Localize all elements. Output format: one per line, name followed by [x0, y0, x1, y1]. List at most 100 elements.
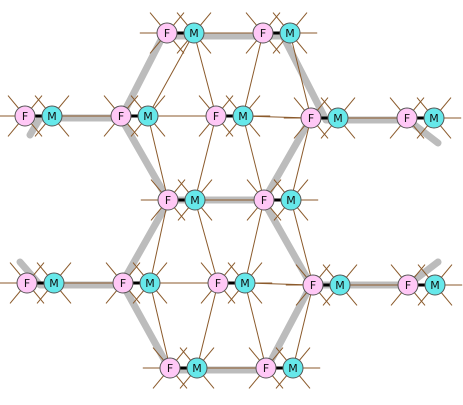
- female-node-label: F: [213, 110, 219, 123]
- male-node-label: M: [143, 110, 153, 123]
- female-node-label: F: [404, 112, 410, 125]
- male-node-label: M: [145, 277, 155, 290]
- female-node: [207, 272, 229, 294]
- female-node: [302, 274, 324, 296]
- male-node: [184, 189, 206, 211]
- male-node-label: M: [192, 362, 202, 375]
- highlight-path: [117, 114, 315, 204]
- female-node-label: F: [22, 110, 28, 123]
- male-node-label: M: [288, 362, 298, 375]
- female-node: [112, 272, 134, 294]
- male-node: [424, 274, 446, 296]
- relation-edge: [242, 115, 265, 201]
- relation-edge: [292, 284, 314, 369]
- female-node-label: F: [118, 110, 124, 123]
- female-node: [159, 357, 181, 379]
- female-node-label: F: [165, 194, 171, 207]
- male-node-label: M: [190, 194, 200, 207]
- relation-edge: [244, 282, 267, 369]
- female-node: [252, 22, 274, 44]
- female-node: [14, 105, 36, 127]
- relation-edge: [149, 282, 171, 369]
- female-node: [16, 272, 38, 294]
- male-node-label: M: [49, 277, 59, 290]
- male-node: [43, 272, 65, 294]
- female-node-label: F: [167, 362, 173, 375]
- male-node: [137, 105, 159, 127]
- highlight-path: [119, 281, 315, 374]
- female-node-label: F: [164, 27, 170, 40]
- relation-edge: [194, 199, 219, 284]
- male-node: [279, 22, 301, 44]
- relation-edge: [244, 199, 265, 284]
- male-node: [423, 107, 445, 129]
- male-node-label: M: [286, 194, 296, 207]
- relation-edge-layer: [0, 12, 463, 389]
- relation-edge: [149, 199, 169, 284]
- male-node: [183, 22, 205, 44]
- male-node-label: M: [240, 277, 250, 290]
- highlight-path-layer: [16, 32, 442, 374]
- relation-edge: [196, 282, 219, 369]
- female-node-label: F: [120, 277, 126, 290]
- female-node-label: F: [24, 277, 30, 290]
- female-node: [110, 105, 132, 127]
- relation-edge: [147, 32, 195, 117]
- relation-edge: [194, 115, 217, 201]
- relation-edge: [193, 32, 217, 117]
- relation-edge: [290, 199, 314, 286]
- relation-edge: [242, 32, 264, 117]
- relation-edge: [147, 115, 169, 201]
- female-node: [255, 357, 277, 379]
- male-node-label: M: [335, 279, 345, 292]
- female-node: [253, 189, 275, 211]
- female-node: [156, 22, 178, 44]
- male-node-label: M: [47, 110, 57, 123]
- male-node: [186, 357, 208, 379]
- male-node: [282, 357, 304, 379]
- male-node-label: M: [189, 27, 199, 40]
- female-node-label: F: [405, 279, 411, 292]
- male-node: [327, 107, 349, 129]
- relation-edge: [290, 117, 312, 201]
- male-node: [234, 272, 256, 294]
- female-node-label: F: [215, 277, 221, 290]
- male-node: [232, 105, 254, 127]
- male-node: [41, 105, 63, 127]
- female-node: [205, 105, 227, 127]
- female-node: [157, 189, 179, 211]
- male-node-label: M: [333, 112, 343, 125]
- female-node: [396, 107, 418, 129]
- female-node: [397, 274, 419, 296]
- female-node-label: F: [310, 279, 316, 292]
- female-node-label: F: [260, 27, 266, 40]
- male-node: [329, 274, 351, 296]
- female-node-label: F: [261, 194, 267, 207]
- female-node: [300, 107, 322, 129]
- male-node: [139, 272, 161, 294]
- male-node-label: M: [430, 279, 440, 292]
- male-node-label: M: [238, 110, 248, 123]
- female-node-label: F: [263, 362, 269, 375]
- male-node-label: M: [429, 112, 439, 125]
- female-node-label: F: [308, 112, 314, 125]
- male-node-label: M: [285, 27, 295, 40]
- relation-edge: [289, 32, 312, 119]
